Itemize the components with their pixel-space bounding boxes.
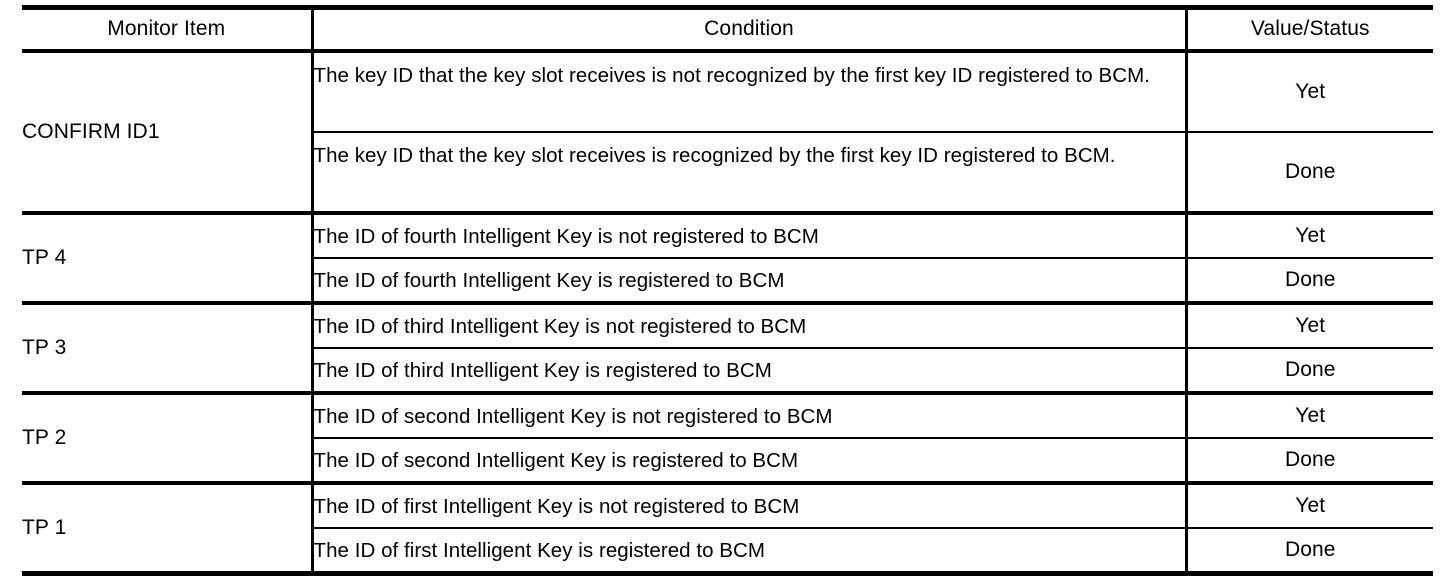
table-row: The ID of fourth Intelligent Key is regi… — [22, 258, 1433, 305]
value-status-text: Yet — [1184, 213, 1433, 259]
table-row: TP 2 The ID of second Intelligent Key is… — [22, 393, 1433, 485]
table-row: TP 1 The ID of first Intelligent Key is … — [22, 483, 1433, 576]
monitor-table-container: Monitor Item Condition Value/Status CONF… — [22, 5, 1433, 576]
condition-text: The ID of second Intelligent Key is regi… — [310, 438, 1186, 485]
monitor-item-label: TP 4 — [22, 213, 312, 305]
condition-text: The ID of fourth Intelligent Key is regi… — [310, 258, 1186, 305]
condition-text: The key ID that the key slot receives is… — [310, 132, 1186, 215]
table-body: CONFIRM ID1 The key ID that the key slot… — [22, 51, 1433, 576]
value-status-text: Done — [1184, 132, 1433, 215]
condition-text: The ID of second Intelligent Key is not … — [310, 393, 1186, 439]
value-status-text: Yet — [1184, 483, 1433, 529]
condition-text: The ID of fourth Intelligent Key is not … — [310, 213, 1186, 259]
monitor-item-label: TP 2 — [22, 393, 312, 485]
condition-text: The key ID that the key slot receives is… — [310, 51, 1186, 133]
value-status-text: Yet — [1184, 303, 1433, 349]
monitor-item-label: TP 3 — [22, 303, 312, 395]
value-status-text: Done — [1184, 348, 1433, 395]
column-header-monitor-item: Monitor Item — [22, 5, 312, 51]
column-header-value-status: Value/Status — [1184, 5, 1433, 51]
condition-text: The ID of third Intelligent Key is regis… — [310, 348, 1186, 395]
column-header-condition: Condition — [310, 5, 1186, 51]
monitor-item-label: TP 1 — [22, 483, 312, 576]
table-row: TP 4 The ID of fourth Intelligent Key is… — [22, 213, 1433, 305]
value-status-text: Done — [1184, 528, 1433, 576]
value-status-text: Done — [1184, 258, 1433, 305]
condition-text: The ID of third Intelligent Key is not r… — [310, 303, 1186, 349]
monitor-item-label: CONFIRM ID1 — [22, 51, 312, 215]
header-row: Monitor Item Condition Value/Status — [22, 5, 1433, 51]
condition-text: The ID of first Intelligent Key is regis… — [310, 528, 1186, 576]
table-row: The ID of second Intelligent Key is regi… — [22, 438, 1433, 485]
table-row: TP 3 The ID of third Intelligent Key is … — [22, 303, 1433, 395]
table-header: Monitor Item Condition Value/Status — [22, 5, 1433, 51]
monitor-item-table: Monitor Item Condition Value/Status CONF… — [22, 5, 1433, 576]
value-status-text: Done — [1184, 438, 1433, 485]
condition-text: The ID of first Intelligent Key is not r… — [310, 483, 1186, 529]
page-root: Monitor Item Condition Value/Status CONF… — [22, 5, 1433, 576]
value-status-text: Yet — [1184, 51, 1433, 133]
value-status-text: Yet — [1184, 393, 1433, 439]
table-row: The key ID that the key slot receives is… — [22, 132, 1433, 215]
table-row: The ID of third Intelligent Key is regis… — [22, 348, 1433, 395]
table-row: CONFIRM ID1 The key ID that the key slot… — [22, 51, 1433, 215]
